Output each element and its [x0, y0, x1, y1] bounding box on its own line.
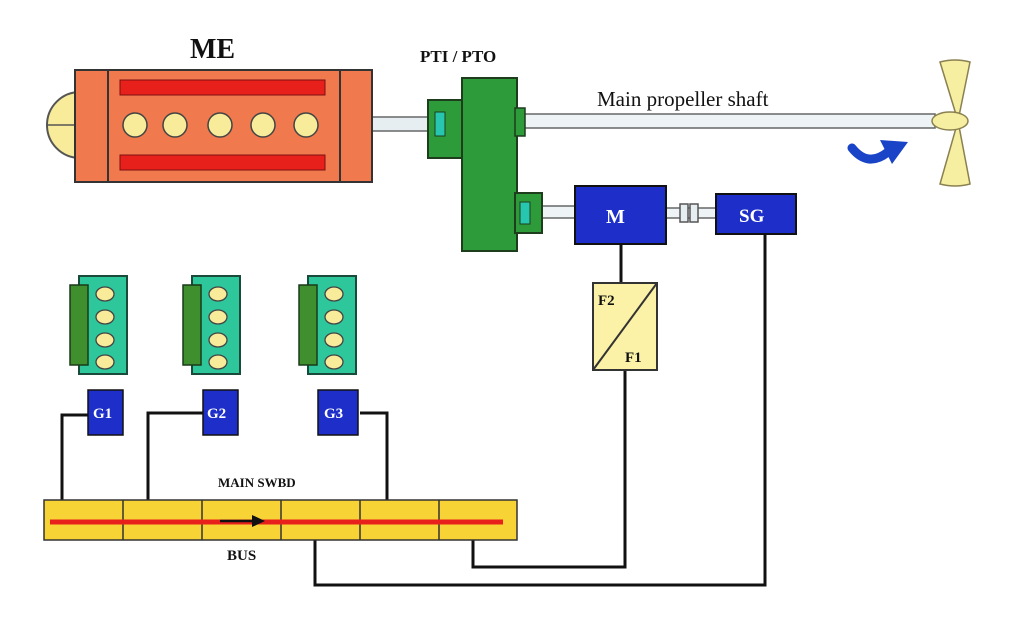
genset-1-side — [69, 284, 89, 366]
main-switchboard: MAIN SWBD BUS — [43, 475, 518, 564]
cylinder — [250, 112, 276, 138]
shaft-generator-unit: SG — [715, 193, 797, 235]
main-engine: ME — [46, 34, 373, 183]
sg-label: SG — [739, 206, 765, 227]
genset-2: G2 — [182, 275, 241, 436]
cylinder — [324, 309, 344, 325]
rotation-arrow-icon — [847, 140, 908, 164]
cylinder — [324, 354, 344, 370]
genset-1: G1 — [69, 275, 128, 436]
propeller-blade-top — [939, 59, 971, 122]
motor-sg-coupling — [679, 203, 689, 223]
main-propeller-shaft — [519, 113, 936, 129]
gearbox-body — [461, 77, 518, 252]
propeller-blade-bottom — [939, 120, 971, 187]
cylinder — [95, 332, 115, 348]
switchboard-label: MAIN SWBD — [218, 475, 296, 490]
propeller-hub — [931, 111, 969, 131]
wiring — [60, 235, 767, 587]
sg-box — [715, 193, 797, 235]
motor-label: M — [606, 206, 625, 228]
genset-1-label: G1 — [93, 406, 112, 422]
engine-bottom-bar — [119, 154, 326, 171]
cylinder — [324, 286, 344, 302]
genset-3-label: G3 — [324, 406, 343, 422]
genset-2-label: G2 — [207, 406, 226, 422]
genset-3: G3 — [298, 275, 359, 436]
engine-cylinders — [122, 112, 319, 138]
cylinder — [208, 309, 228, 325]
cylinder — [162, 112, 188, 138]
genset-3-side — [298, 284, 318, 366]
motor-box — [574, 185, 667, 245]
wire-sg-swbd — [313, 235, 767, 587]
engine-top-bar — [119, 79, 326, 96]
motor-sg-coupling-b — [689, 203, 699, 223]
cylinder — [122, 112, 148, 138]
pto-motor-shaft — [539, 205, 577, 219]
cylinder — [95, 309, 115, 325]
pti-pto-label: PTI / PTO — [420, 47, 496, 66]
pti-pto-gearbox: PTI / PTO — [420, 47, 543, 252]
gearbox-left-coupling — [434, 111, 446, 137]
cylinder — [207, 112, 233, 138]
flow-arrow-icon — [220, 515, 265, 527]
genset-3-generator — [317, 389, 359, 436]
propeller-icon — [931, 59, 971, 187]
genset-2-generator — [202, 389, 239, 436]
cylinder — [208, 354, 228, 370]
wire-converter-swbd — [471, 370, 627, 569]
converter-top-label: F2 — [598, 293, 615, 309]
cylinder — [95, 354, 115, 370]
gearbox-right-hub — [514, 107, 526, 137]
me-shaft — [369, 116, 431, 132]
genset-1-generator — [87, 389, 124, 436]
converter-bottom-label: F1 — [625, 350, 642, 366]
cylinder — [324, 332, 344, 348]
gearbox-lower-coupling — [519, 201, 531, 225]
wire-g1 — [60, 413, 90, 500]
genset-2-side — [182, 284, 202, 366]
motor-unit: M — [574, 185, 667, 245]
bus-label: BUS — [227, 548, 256, 564]
wire-g3 — [360, 411, 389, 500]
shaft-label: Main propeller shaft — [597, 87, 769, 111]
gearbox-left-hub — [427, 99, 465, 159]
frequency-converter: F2 F1 — [592, 282, 658, 371]
converter-diagonal — [592, 282, 658, 371]
main-engine-label: ME — [190, 34, 235, 65]
wire-g2 — [146, 411, 205, 500]
cylinder — [208, 286, 228, 302]
cylinder — [95, 286, 115, 302]
cylinder — [293, 112, 319, 138]
cylinder — [208, 332, 228, 348]
